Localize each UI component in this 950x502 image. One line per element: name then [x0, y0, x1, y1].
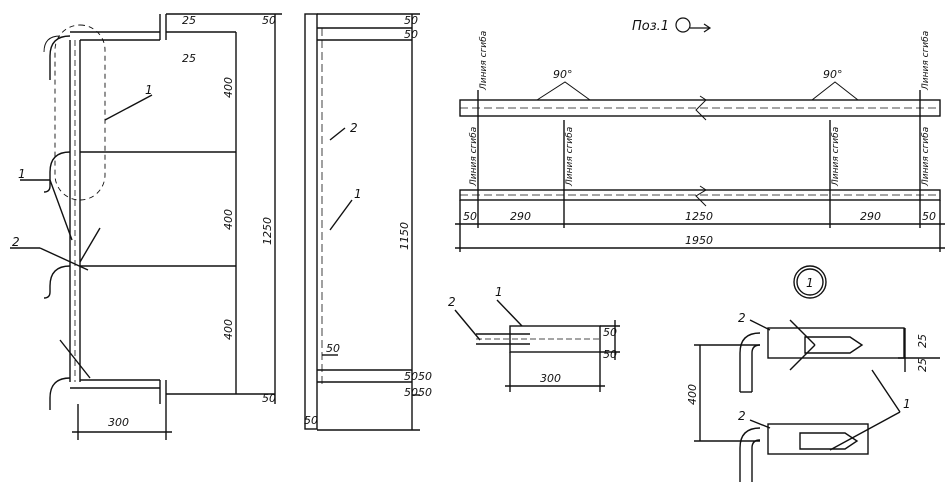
dim-300-pin: 300: [540, 372, 561, 385]
position-1-leader-b: 1: [18, 167, 26, 181]
dim-300-view1: 300: [108, 416, 129, 429]
angle-90-left: 90°: [553, 68, 573, 81]
dim-50-side-c: 50: [326, 342, 340, 355]
position-2-pin: 2: [448, 295, 456, 309]
bend-line-label-1: Линия сгиба: [479, 31, 489, 91]
bend-line-label-3: Линия сгиба: [469, 127, 479, 187]
dim-1950: 1950: [685, 234, 713, 247]
bend-line-label-5: Линия сгиба: [831, 127, 841, 187]
labels: 25 25 50 50 400 400 400 1250 300 1 1 2 5…: [12, 14, 936, 429]
position-title: Поз.1: [632, 19, 669, 34]
dim-1250-flat: 1250: [685, 210, 713, 223]
dim-1250: 1250: [261, 217, 274, 245]
dim-290-left: 290: [510, 210, 531, 223]
dim-50-flat-right: 50: [922, 210, 936, 223]
dim-5050-side-b: 5050: [404, 386, 432, 399]
position-2-callout-upper: 2: [738, 311, 746, 325]
dim-25-callout-b: 25: [916, 358, 929, 372]
position-2-leader: 2: [12, 235, 20, 249]
angle-90-right: 90°: [823, 68, 843, 81]
dim-25-second: 25: [182, 52, 196, 65]
dim-25-callout-a: 25: [916, 334, 929, 348]
view-pin-detail: [454, 299, 620, 392]
view-flat-blank: [455, 81, 945, 252]
position-2-callout-lower: 2: [738, 409, 746, 423]
dim-50-top: 50: [262, 14, 276, 27]
position-1-callout: 1: [903, 397, 911, 411]
dim-290-right: 290: [860, 210, 881, 223]
dim-400-callout: 400: [686, 384, 699, 405]
position-1-leader-a: 1: [145, 83, 153, 97]
dim-50-pin-a: 50: [603, 326, 617, 339]
dim-50-side-a: 50: [404, 14, 418, 27]
bend-line-label-4: Линия сгиба: [565, 127, 575, 187]
dim-1150: 1150: [398, 222, 411, 250]
position-2-side: 2: [350, 121, 358, 135]
dim-50-pin-b: 50: [603, 348, 617, 361]
bend-line-label-6: Линия сгиба: [921, 127, 931, 187]
position-1-pin: 1: [495, 285, 503, 299]
dim-50-side-d: 50: [304, 414, 318, 427]
dim-50-flat-left: 50: [463, 210, 477, 223]
dim-50-bottom: 50: [262, 392, 276, 405]
view-callout-detail: [694, 265, 940, 482]
position-1-side: 1: [354, 187, 362, 201]
callout-number: 1: [806, 276, 814, 290]
dim-400-c: 400: [222, 319, 235, 340]
dim-400-a: 400: [222, 77, 235, 98]
dim-50-side-b: 50: [404, 28, 418, 41]
dim-400-b: 400: [222, 209, 235, 230]
view-side: [304, 13, 420, 431]
view-front-with-hooks: [10, 13, 282, 440]
dim-5050-side: 5050: [404, 370, 432, 383]
dim-25-top: 25: [182, 14, 196, 27]
bend-line-label-2: Линия сгиба: [921, 31, 931, 91]
